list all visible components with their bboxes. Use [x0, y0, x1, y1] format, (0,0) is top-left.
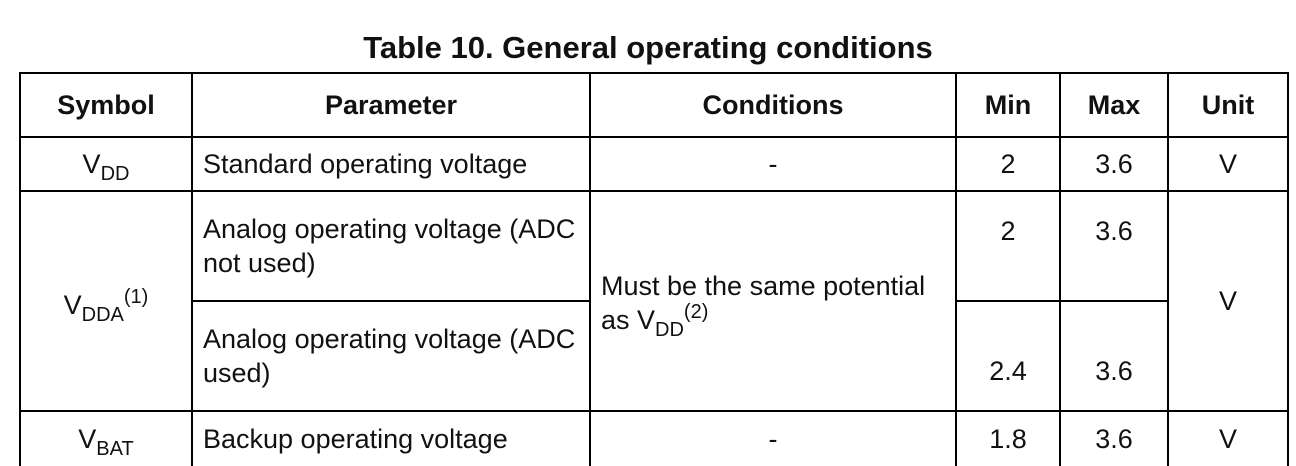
- table-row: VDDA(1) Analog operating voltage (ADC no…: [19, 190, 1289, 412]
- conditions-cell: -: [589, 410, 957, 466]
- min-cell: 2: [955, 190, 1061, 302]
- min-cell: 1.8: [955, 410, 1061, 466]
- table-row: VBAT Backup operating voltage - 1.8 3.6 …: [19, 410, 1289, 466]
- header-symbol: Symbol: [19, 72, 193, 138]
- table-row: VDD Standard operating voltage - 2 3.6 V: [19, 136, 1289, 192]
- conditions-text: Must be the same potential as V: [601, 271, 926, 335]
- max-cell: 3.6: [1059, 136, 1169, 192]
- symbol-cell: VBAT: [19, 410, 193, 466]
- header-conditions: Conditions: [589, 72, 957, 138]
- parameter-cell: Standard operating voltage: [191, 136, 591, 192]
- table-title: Table 10. General operating conditions: [363, 30, 933, 65]
- header-min: Min: [955, 72, 1061, 138]
- table-row: Analog operating voltage (ADC used) 2.4 …: [20, 300, 1288, 412]
- header-max: Max: [1059, 72, 1169, 138]
- symbol-base: V: [78, 424, 97, 454]
- min-cell: 2: [955, 136, 1061, 192]
- unit-cell: V: [1167, 136, 1289, 192]
- header-row: Symbol Parameter Conditions Min Max Unit: [19, 72, 1289, 138]
- conditions-cell: -: [589, 136, 957, 192]
- header-unit: Unit: [1167, 72, 1289, 138]
- symbol-sub: DD: [100, 163, 130, 185]
- header-parameter: Parameter: [191, 72, 591, 138]
- parameter-cell: Backup operating voltage: [191, 410, 591, 466]
- symbol-footnote: (1): [123, 286, 149, 308]
- conditions-footnote: (2): [683, 301, 709, 323]
- symbol-sub: DDA: [81, 304, 124, 326]
- operating-conditions-table: Symbol Parameter Conditions Min Max Unit…: [19, 72, 1289, 466]
- symbol-cell: VDDA(1): [19, 190, 193, 412]
- symbol-base: V: [63, 290, 82, 320]
- parameter-cell: Analog operating voltage (ADC not used): [191, 190, 591, 302]
- unit-cell: V: [1167, 410, 1289, 466]
- parameter-cell: Analog operating voltage (ADC used): [191, 300, 591, 412]
- min-cell: 2.4: [955, 300, 1061, 412]
- symbol-base: V: [82, 149, 101, 179]
- symbol-cell: VDD: [19, 136, 193, 192]
- unit-cell: V: [1167, 190, 1289, 412]
- max-cell: 3.6: [1059, 410, 1169, 466]
- conditions-sub: DD: [655, 319, 684, 341]
- max-cell: 3.6: [1059, 190, 1169, 302]
- symbol-sub: BAT: [96, 438, 134, 460]
- max-cell: 3.6: [1059, 300, 1169, 412]
- conditions-cell: Must be the same potential as VDD(2): [589, 190, 957, 412]
